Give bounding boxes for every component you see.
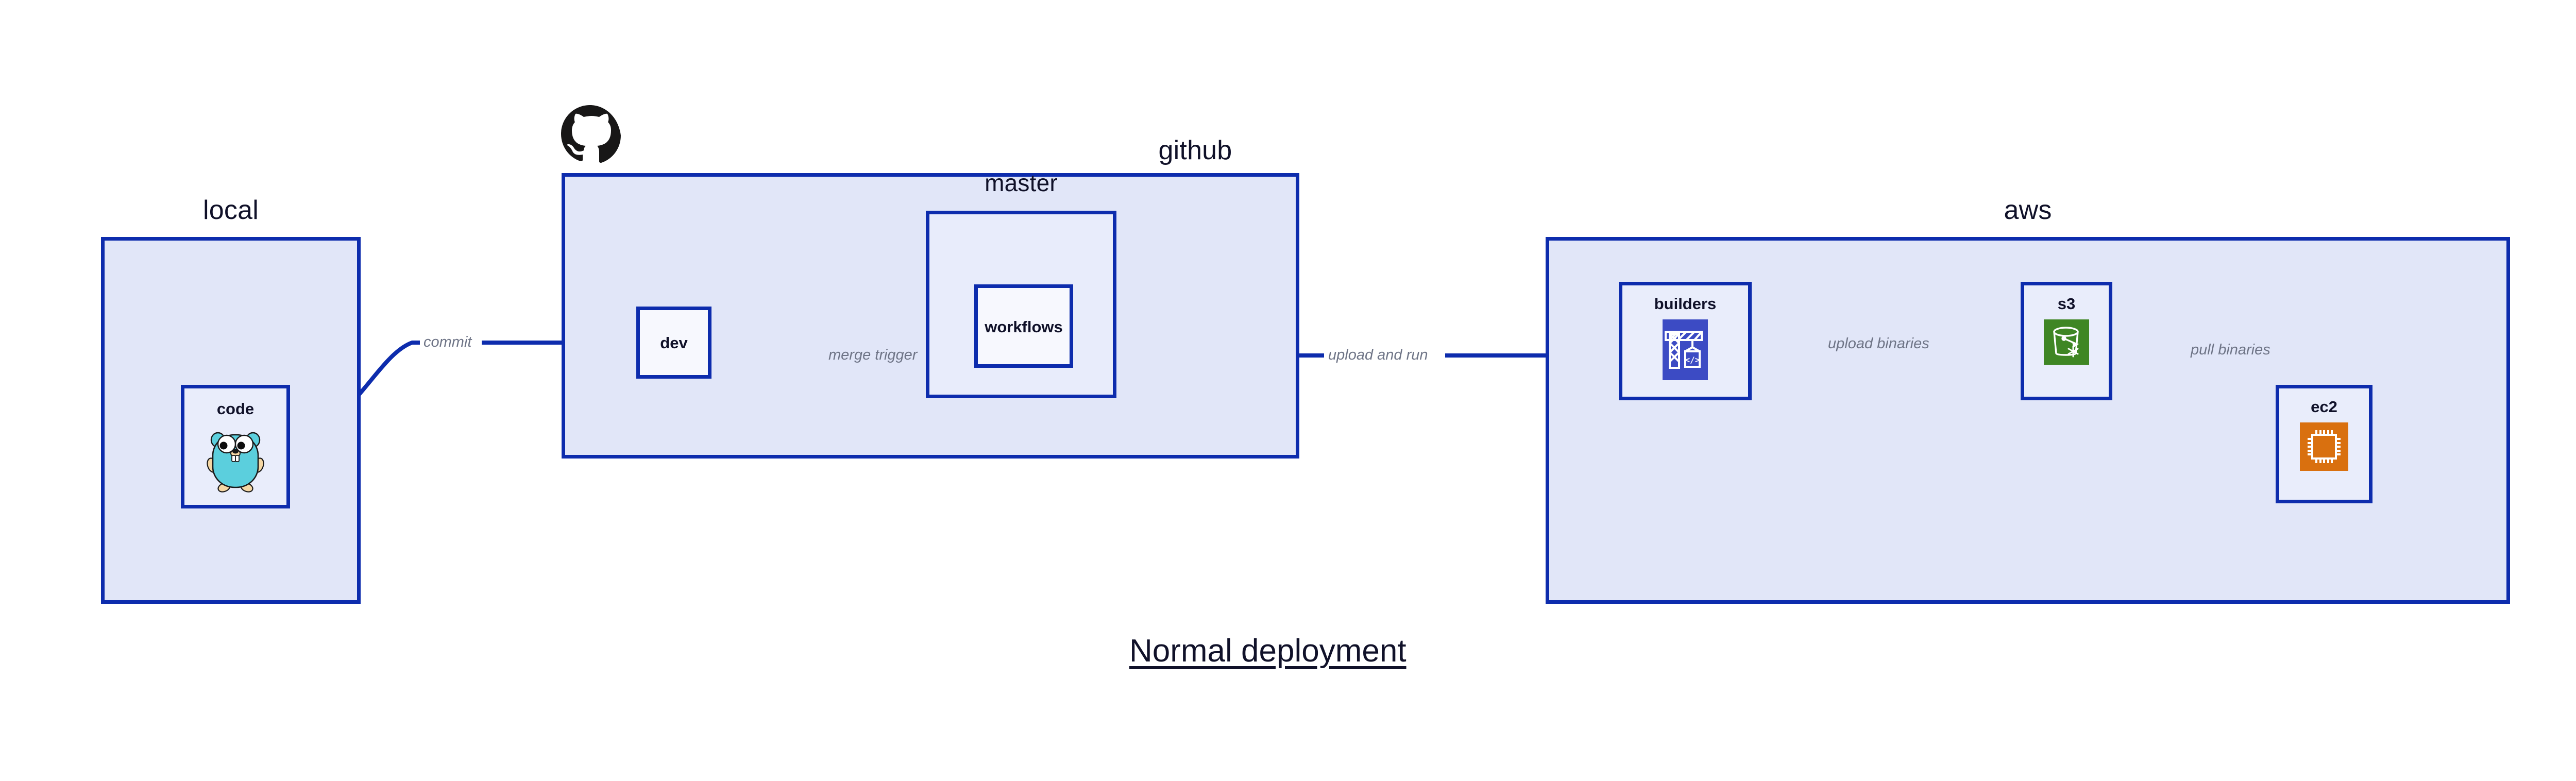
group-label-local: local [203, 195, 259, 225]
group-label-github: github [1158, 135, 1232, 165]
edge-label-pull-binaries: pull binaries [2191, 342, 2270, 358]
edge-label-upload-binaries: upload binaries [1828, 335, 1929, 352]
node-code-label: code [216, 400, 255, 418]
subgroup-label-master: master [985, 169, 1058, 196]
edge-label-upload-and-run: upload and run [1328, 347, 1428, 363]
node-workflows-label: workflows [985, 318, 1063, 336]
diagram-title: Normal deployment [1129, 633, 1406, 669]
node-ec2-label: ec2 [2311, 398, 2337, 416]
node-builders-label: builders [1654, 295, 1717, 313]
node-code[interactable]: code [181, 385, 290, 508]
group-box-github[interactable]: dev master workflows [562, 169, 1299, 459]
node-s3[interactable]: s3 [2021, 282, 2112, 400]
aws-codebuild-icon: </> [1663, 319, 1708, 380]
svg-text:</>: </> [1685, 355, 1700, 365]
github-octocat-icon [559, 103, 621, 170]
subgroup-box-master[interactable]: workflows [926, 211, 1116, 398]
node-dev-label: dev [660, 334, 688, 352]
aws-s3-icon [2044, 319, 2089, 365]
node-builders[interactable]: builders [1619, 282, 1752, 400]
group-box-local[interactable]: code [101, 237, 361, 604]
edge-label-merge-trigger: merge trigger [828, 347, 918, 363]
group-box-aws[interactable]: builders [1546, 237, 2510, 604]
node-dev[interactable]: dev [636, 307, 711, 379]
group-label-aws: aws [2004, 195, 2052, 225]
go-gopher-icon [206, 426, 265, 494]
node-workflows[interactable]: workflows [974, 284, 1073, 368]
node-s3-label: s3 [2057, 295, 2076, 313]
aws-ec2-icon [2300, 422, 2348, 471]
edge-label-commit: commit [423, 334, 472, 350]
node-ec2[interactable]: ec2 [2276, 385, 2372, 503]
